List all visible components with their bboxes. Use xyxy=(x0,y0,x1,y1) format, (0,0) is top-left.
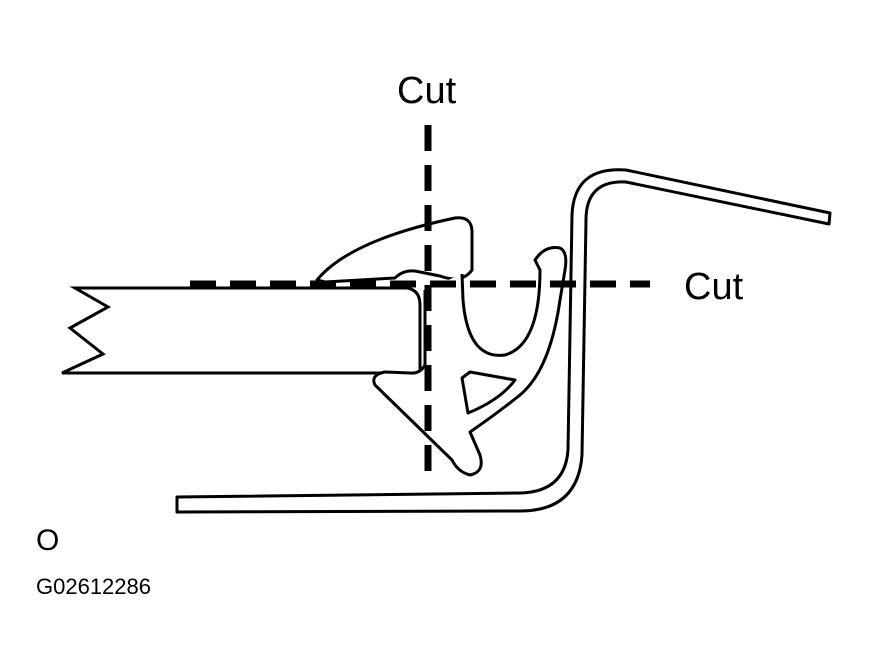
glass-panel xyxy=(61,286,422,375)
body-flange xyxy=(175,168,832,514)
horizontal-cut-label: Cut xyxy=(684,266,744,308)
seal-channel xyxy=(372,246,568,477)
figure-code: G02612286 xyxy=(36,574,151,599)
vertical-cut-label: Cut xyxy=(397,70,457,112)
view-letter: O xyxy=(36,524,60,557)
seal-void xyxy=(460,370,517,415)
seal-upper-lip xyxy=(315,216,474,284)
